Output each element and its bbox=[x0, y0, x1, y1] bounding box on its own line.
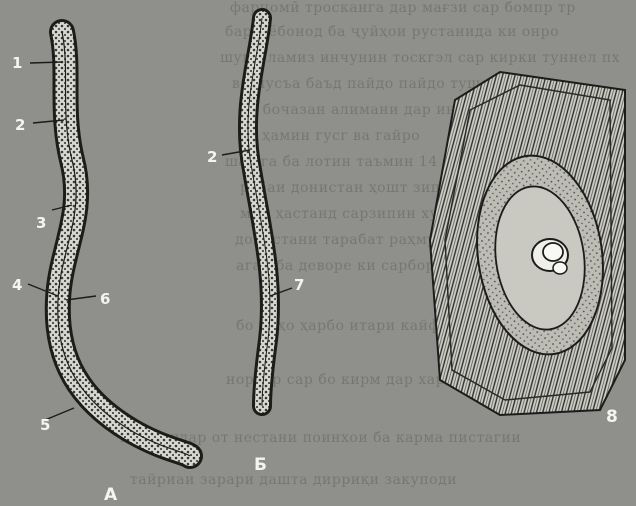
callout-4: 4 bbox=[12, 276, 22, 294]
panel-label-a: А bbox=[104, 485, 118, 505]
worm-a bbox=[58, 32, 190, 456]
callout-7: 7 bbox=[294, 276, 304, 294]
callout-2b: 2 bbox=[207, 148, 217, 166]
callout-2a: 2 bbox=[15, 116, 25, 134]
callout-6: 6 bbox=[100, 290, 110, 308]
worm-b bbox=[248, 18, 270, 406]
callout-5: 5 bbox=[40, 416, 50, 434]
callout-1: 1 bbox=[12, 54, 22, 72]
callout-3: 3 bbox=[36, 214, 46, 232]
panel-label-b: Б bbox=[254, 455, 267, 475]
panel-label-c: 8 bbox=[606, 407, 618, 427]
muscle-cyst bbox=[430, 72, 625, 415]
